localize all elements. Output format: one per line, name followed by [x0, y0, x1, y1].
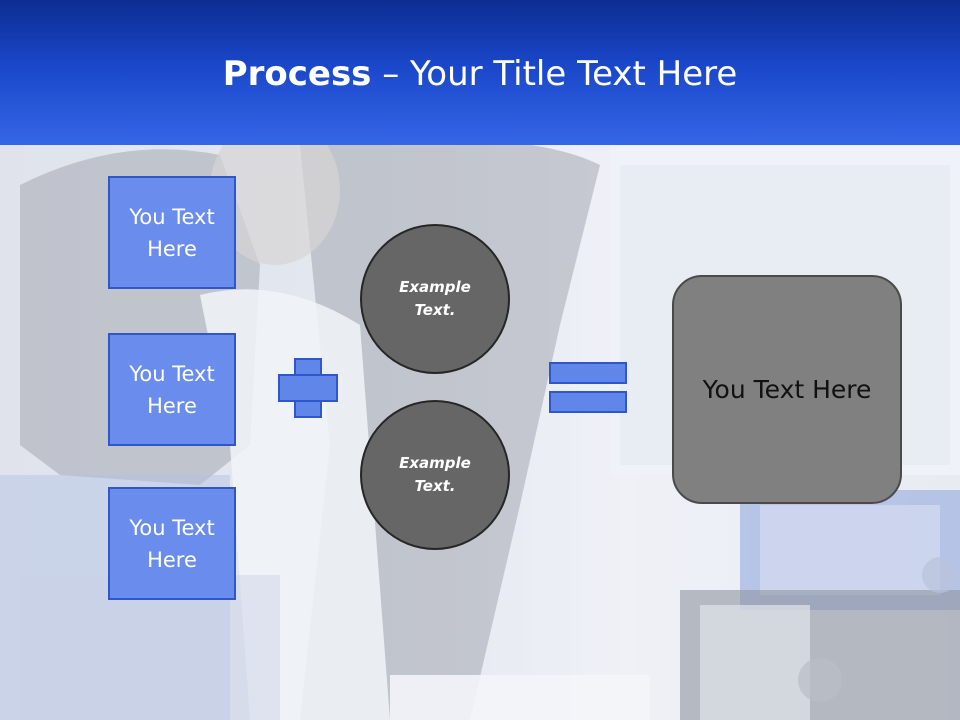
text-box-2: You Text Here: [108, 333, 236, 446]
example-circle-2: Example Text.: [360, 400, 510, 550]
equals-icon-top-bar: [549, 362, 627, 384]
title-rest: – Your Title Text Here: [371, 54, 738, 94]
example-circle-1: Example Text.: [360, 224, 510, 374]
text-box-3: You Text Here: [108, 487, 236, 600]
slide-title: Process – Your Title Text Here: [0, 52, 960, 96]
text-box-3-label: You Text Here: [129, 515, 215, 572]
result-box: You Text Here: [672, 275, 902, 504]
title-bold: Process: [222, 54, 372, 94]
result-box-label: You Text Here: [702, 375, 872, 404]
example-circle-2-label: Example Text.: [399, 454, 471, 495]
title-bar: Process – Your Title Text Here: [0, 0, 960, 145]
text-box-1: You Text Here: [108, 176, 236, 289]
equals-icon-bottom-bar: [549, 391, 627, 413]
example-circle-1-label: Example Text.: [399, 278, 471, 319]
text-box-2-label: You Text Here: [129, 361, 215, 418]
text-box-1-label: You Text Here: [129, 204, 215, 261]
plus-icon-core: [296, 376, 320, 400]
